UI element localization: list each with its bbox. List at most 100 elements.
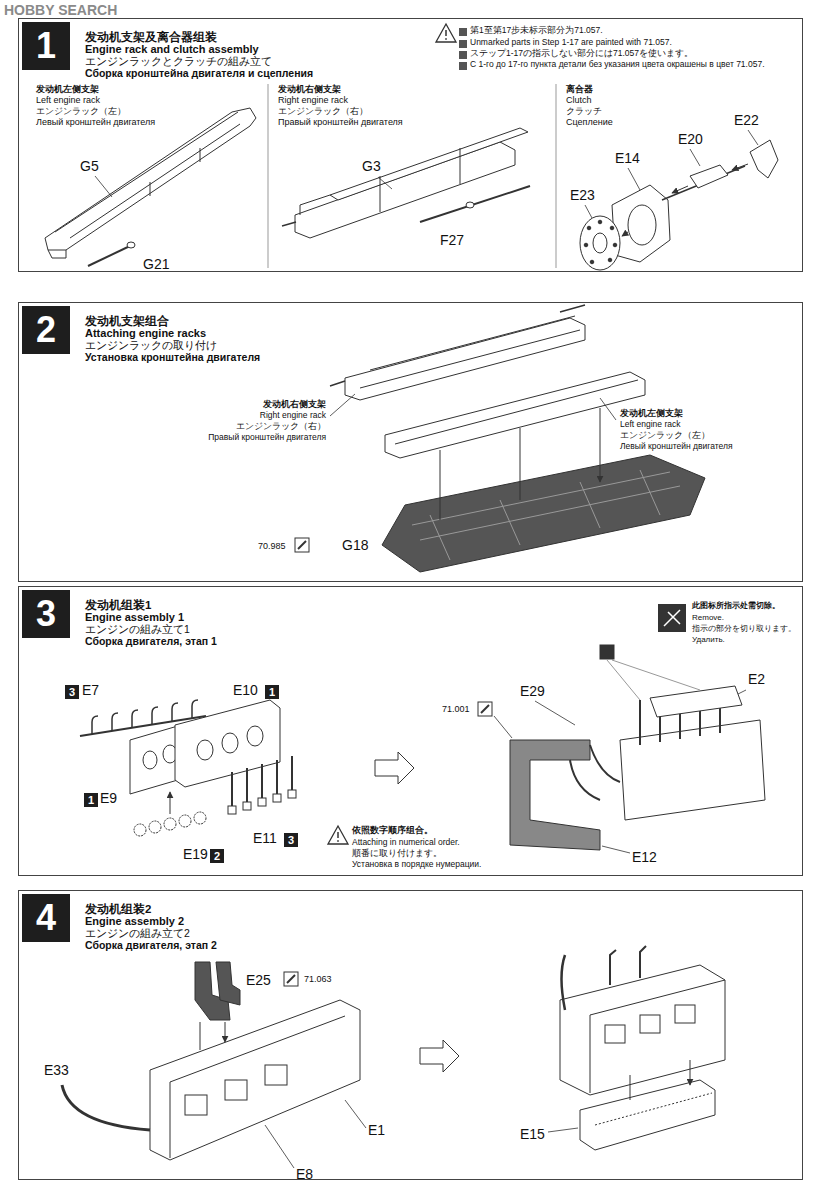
clutch-drawing [580,130,778,270]
clutch-drawing [672,186,688,193]
step-number: 1 [36,26,56,66]
engine-assembly-2-drawing [200,1022,225,1050]
clutch-drawing [593,233,607,253]
note-text: Left engine rack [620,420,680,430]
part-number: E33 [44,1062,69,1078]
left-engine-rack-drawing [127,242,135,248]
note-text: クラッチ [566,106,602,116]
engine-assembly-1-drawing [258,798,266,806]
note-icons [459,51,467,59]
part-number: E7 [82,682,99,698]
clutch-drawing [628,205,656,245]
step-title: エンジンラックの取り付け [85,339,802,351]
clutch-drawing [662,166,745,200]
note-text: Clutch [566,95,592,105]
order-number-badge: 1 [265,685,279,699]
engine-assembly-1-drawing [243,802,251,810]
engine-rack-assembly-drawing [412,470,680,560]
engine-assembly-1-result-drawing [600,645,614,659]
right-engine-rack-drawing [466,202,474,208]
left-engine-rack-drawing [45,108,256,266]
step-number: 2 [36,310,56,350]
engine-assembly-2-drawing [265,1065,287,1085]
engine-assembly-1-result-drawing [620,720,765,820]
engine-assembly-1-result-drawing [510,740,600,850]
engine-assembly-1-drawing [170,792,171,814]
right-engine-rack-drawing [295,142,515,238]
watermark: HOBBY SEARCH [4,2,117,18]
step-title: Установка кронштейна двигателя [85,351,802,363]
engine-assembly-1-result-drawing [570,745,620,800]
engine-assembly-2-drawing [562,955,566,1010]
engine-assembly-2-drawing [630,1060,690,1100]
note-icons [459,40,467,48]
note-icons [436,24,456,42]
engine-assembly-2-drawing [185,1095,207,1115]
remove-icon [658,604,686,632]
step-title: Сборка двигателя, этап 2 [85,939,802,951]
engine-assembly-1-drawing [247,726,263,746]
part-number: E25 [246,972,271,988]
left-engine-rack-drawing [150,148,200,196]
note-text: Remove. [692,613,724,622]
clutch-drawing [612,185,670,262]
note-text: Правый кронштейн двигателя [278,117,403,127]
engine-assembly-1-drawing [80,700,414,836]
engine-assembly-2-drawing [170,1016,345,1158]
engine-assembly-2-drawing [216,962,240,1005]
note-text: Right engine rack [278,95,348,105]
right-engine-rack-drawing [282,128,530,238]
engine-assembly-1-drawing [149,821,161,833]
part-number: E1 [368,1122,385,1138]
engine-assembly-1-drawing [164,818,176,830]
part-number: G3 [362,158,381,174]
note-text: 发动机右侧支架 [263,400,326,410]
right-engine-rack-drawing [420,186,530,222]
engine-assembly-1-result-drawing [478,702,492,716]
left-engine-rack-drawing [88,245,132,266]
note-icons [328,826,348,844]
part-number: E14 [615,150,640,166]
engine-assembly-2-drawing [287,975,295,983]
engine-rack-assembly-drawing [360,316,580,388]
left-engine-rack-drawing [45,108,256,250]
part-number: E15 [520,1126,545,1142]
note-text: Правый кронштейн двигателя [208,433,326,443]
right-engine-rack-drawing [300,148,460,215]
step-title: Engine rack and clutch assembly [85,43,802,55]
note-text: 发动机左侧支架 [36,84,99,94]
note-text: Сцепление [566,117,613,127]
order-number: 1 [88,793,94,807]
clutch-drawing [750,140,778,178]
part-number: E9 [100,790,117,806]
note-text: Удалить. [692,635,725,644]
engine-assembly-1-result-drawing [481,705,489,713]
note-icons [436,24,467,70]
step-title: エンジンの組み立て2 [85,927,802,939]
note-text: ステップ1-17の指示しない部分には71.057を使います。 [470,49,693,59]
engine-assembly-1-result-drawing [607,660,700,700]
panel-divider [268,84,556,268]
engine-assembly-2-drawing [595,1093,712,1125]
engine-assembly-1-drawing [197,740,213,760]
part-number: G18 [342,537,368,553]
note-text: С 1-го до 17-го пункта детали без указан… [470,60,765,70]
note-icons [328,826,348,844]
engine-assembly-1-drawing [232,756,292,812]
engine-assembly-2-drawing [640,1015,660,1033]
clutch-drawing [622,232,628,236]
clutch-drawing [608,258,612,262]
engine-assembly-2-drawing [225,1080,247,1100]
note-text: エンジンラック（右） [278,106,368,116]
clutch-drawing [585,130,758,218]
part-number: E19 [183,846,208,862]
part-number: E11 [253,830,277,846]
clutch-drawing [610,226,614,230]
engine-assembly-2-drawing [610,946,646,985]
remove-icon [664,610,680,626]
engine-rack-assembly-drawing [382,455,705,572]
engine-assembly-1-drawing [222,733,238,753]
clutch-drawing [613,243,617,247]
engine-assembly-1-drawing [143,751,157,769]
engine-rack-assembly-drawing [330,305,585,386]
